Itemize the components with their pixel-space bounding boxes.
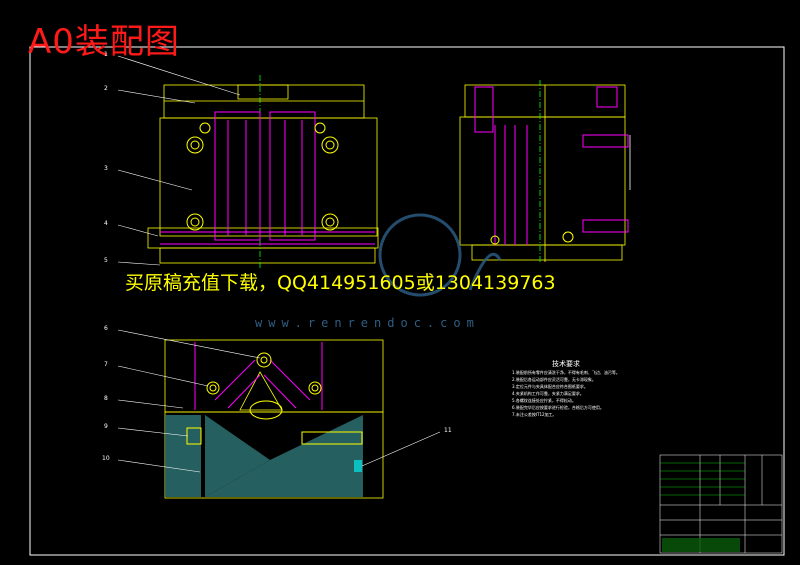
drawing-title: A0装配图 (28, 22, 180, 62)
section-view-hidden (194, 342, 323, 410)
part-number-8: 8 (104, 395, 108, 402)
part-number-11: 11 (444, 427, 452, 434)
part-number-4: 4 (104, 220, 108, 227)
promo-banner[interactable]: 买原稿充值下载，QQ414951605或1304139763 (125, 272, 556, 294)
part-number-2: 2 (104, 85, 108, 92)
outer-border (29, 46, 785, 556)
side-view (459, 80, 631, 262)
tech-note: 1.装配前所有零件应清洗干净，不得有毛刺、飞边、油污等。 (512, 370, 620, 375)
tech-note: 2.装配后各运动部件应灵活可靠，无卡滞现象。 (512, 377, 596, 382)
tech-note: 5.各螺纹连接处应拧紧，不得松动。 (512, 398, 576, 403)
tech-note: 6.装配完毕后应按要求进行检验，合格后方可使用。 (512, 405, 604, 410)
part-number-9: 9 (104, 423, 108, 430)
front-view-hidden (160, 111, 375, 245)
tech-note: 4.夹紧机构工作可靠，夹紧力满足要求。 (512, 391, 584, 396)
part-number-1: 1 (104, 51, 108, 58)
part-number-6: 6 (104, 325, 108, 332)
section-view-parts (186, 352, 363, 445)
front-view-bolts (186, 122, 339, 231)
section-view-hatch (165, 415, 363, 497)
tech-note: 7.未注公差按IT12加工。 (512, 412, 557, 417)
section-view-keyway (354, 460, 362, 472)
technical-requirements-title: 技术要求 (552, 360, 580, 368)
technical-requirements-notes: 1.装配前所有零件应清洗干净，不得有毛刺、飞边、油污等。 2.装配后各运动部件应… (512, 369, 657, 418)
part-number-3: 3 (104, 165, 108, 172)
side-view-hidden (474, 86, 629, 245)
tech-note: 3.定位元件与夹具体配合应符合图纸要求。 (512, 384, 588, 389)
watermark-url: www.renrendoc.com (255, 316, 480, 330)
leader-lines (117, 55, 441, 473)
part-number-10: 10 (102, 455, 110, 462)
title-block-rows (660, 462, 745, 496)
front-view (147, 75, 379, 270)
title-block (659, 454, 783, 554)
part-number-7: 7 (104, 361, 108, 368)
part-number-5: 5 (104, 257, 108, 264)
side-view-bolt (562, 231, 574, 243)
watermark-logo (378, 213, 502, 297)
title-block-green-cell (662, 538, 740, 552)
